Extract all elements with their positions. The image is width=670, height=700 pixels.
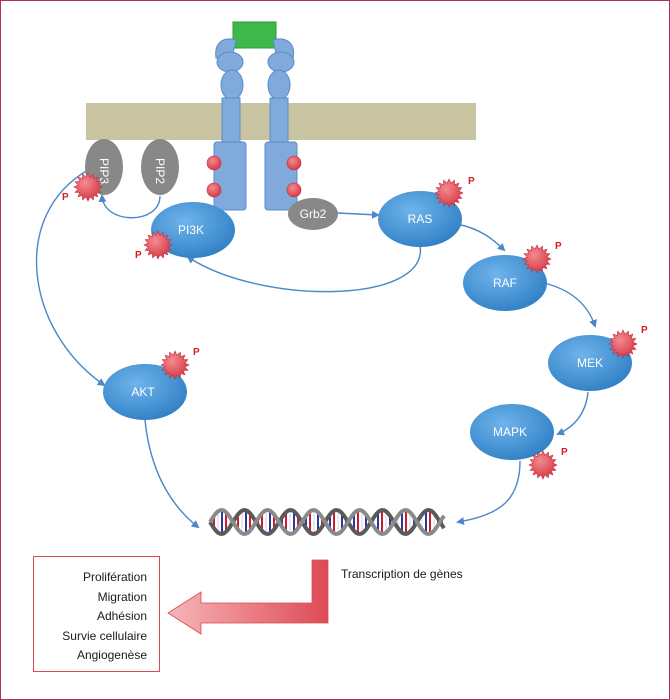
phospho-label: P (641, 325, 648, 336)
mek-phospho-badge: P (608, 325, 648, 359)
akt-label: AKT (131, 385, 155, 399)
arrow-ras-raf (455, 223, 506, 252)
raf-label: RAF (493, 276, 517, 290)
arrow-mek-mapk (556, 391, 589, 436)
phospho-starburst (528, 450, 558, 480)
mapk-phospho-badge: P (528, 447, 568, 480)
outcome-item: Migration (97, 589, 147, 604)
output-arrow (167, 559, 329, 635)
mapk-label: MAPK (493, 425, 527, 439)
receptor-phospho-sites (206, 155, 302, 198)
arrow-pi3k-pip2-pip3 (98, 194, 161, 219)
ras-node: RAS (378, 191, 462, 247)
outcome-item: Angiogenèse (76, 648, 147, 663)
dna-helix-icon (208, 507, 446, 537)
arrow-pip3-akt (35, 169, 106, 387)
phospho-starburst (522, 244, 552, 274)
phospho-label: P (468, 176, 475, 187)
phosphate-badges: P P P P P P P (62, 172, 648, 480)
pi3k-label: PI3K (178, 223, 204, 237)
outcome-item: Prolifération (82, 570, 147, 584)
grb2-node: Grb2 (288, 198, 338, 230)
phospho-starburst (73, 172, 103, 202)
pi3k-phospho-badge: P (135, 230, 173, 261)
phospho-starburst (143, 230, 173, 260)
akt-node: AKT (103, 364, 187, 420)
phospho-starburst (434, 178, 464, 208)
pip2-node: PIP2 (141, 139, 179, 195)
phospho-starburst (608, 329, 638, 359)
arrow-grb2-ras (337, 210, 380, 219)
pip3-phospho-badge: P (62, 172, 103, 203)
phospho-label: P (555, 241, 562, 252)
arrow-raf-mek (543, 282, 597, 328)
mapk-node: MAPK (470, 404, 554, 460)
ras-label: RAS (408, 212, 433, 226)
outcome-item: Adhésion (96, 609, 147, 624)
receptor-left-chain (213, 38, 247, 211)
phospho-label: P (561, 447, 568, 458)
outcome-item: Survie cellulaire (62, 628, 147, 643)
phospho-starburst (160, 350, 190, 380)
ligand (232, 21, 277, 49)
pip2-label: PIP2 (153, 158, 167, 184)
akt-phospho-badge: P (160, 347, 200, 380)
phospho-label: P (193, 347, 200, 358)
pi3k-node: PI3K (151, 202, 235, 258)
phospho-label: P (62, 192, 69, 203)
raf-phospho-badge: P (522, 241, 562, 274)
arrow-ras-pi3k (186, 244, 421, 293)
transcription-label: Transcription de gènes (341, 567, 463, 581)
grb2-label: Grb2 (300, 207, 327, 221)
mek-label: MEK (577, 356, 603, 370)
phospho-label: P (135, 250, 142, 261)
pathway-arrows (35, 169, 597, 529)
pip3-label: PIP3 (97, 158, 111, 184)
dna-backbone (208, 507, 446, 537)
outcomes-box: Prolifération Migration Adhésion Survie … (33, 556, 160, 672)
arrow-mapk-dna (456, 460, 521, 525)
dna-backbone (208, 507, 446, 537)
arrow-akt-dna (144, 419, 200, 529)
raf-node: RAF (463, 255, 547, 311)
ras-phospho-badge: P (434, 176, 475, 208)
